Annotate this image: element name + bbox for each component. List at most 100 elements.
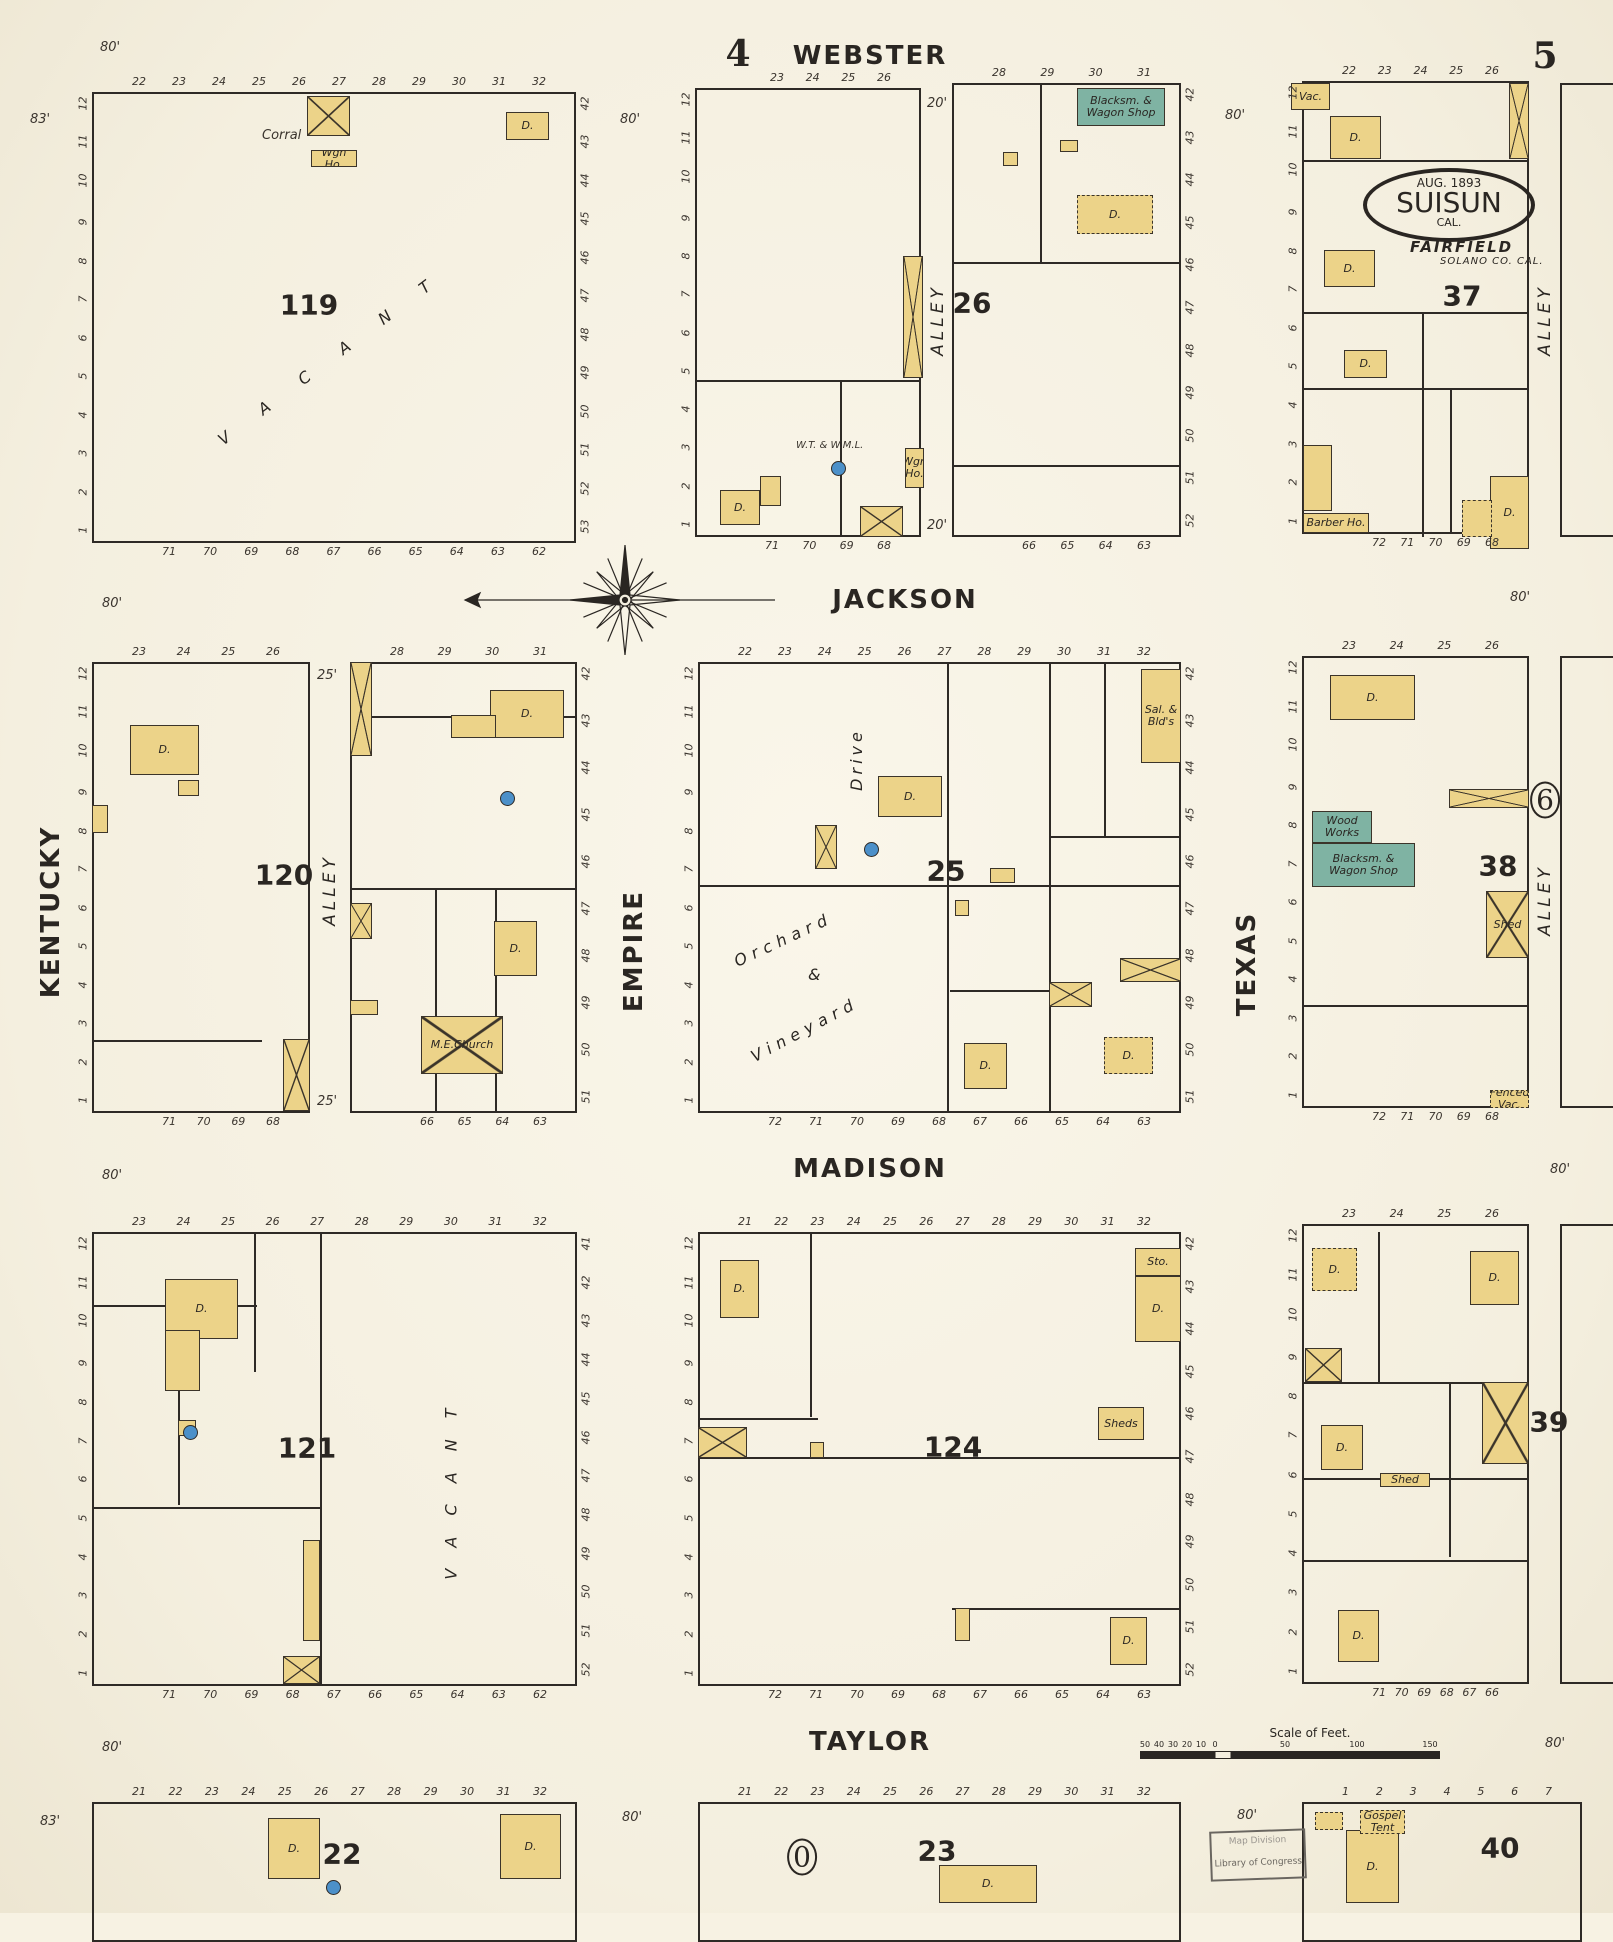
lot-line: [92, 1507, 322, 1509]
city-block: [92, 1232, 577, 1686]
lot-number: 69: [891, 1115, 905, 1128]
lot-number: 30: [452, 75, 466, 88]
lot-number: 29: [399, 1215, 414, 1228]
lot-number: 25: [883, 1785, 898, 1798]
building: [955, 900, 969, 916]
lot-number: 70: [850, 1115, 864, 1128]
building: [990, 868, 1015, 883]
lot-number: 3: [682, 1591, 696, 1599]
lot-number: 50: [578, 404, 592, 419]
lot-number: 26: [1484, 1207, 1499, 1220]
lot-number: 12: [1286, 85, 1300, 100]
building-gospel-tent: Gospel Tent: [1360, 1810, 1405, 1834]
lot-number: 65: [1055, 1115, 1069, 1128]
lot-number: 22: [168, 1785, 183, 1798]
lot-number: 29: [1017, 645, 1032, 658]
lot-number: 26: [1485, 64, 1499, 77]
building-dwelling: D.: [1338, 1610, 1379, 1662]
lot-line: [1422, 312, 1424, 537]
lot-number: 23: [777, 645, 792, 658]
lot-number: 2: [76, 488, 90, 496]
lot-number: 28: [354, 1215, 369, 1228]
lot-number: 42: [1183, 1236, 1197, 1251]
lot-number: 29: [423, 1785, 438, 1798]
lot-number: 22: [738, 645, 752, 658]
building: [350, 903, 372, 939]
lot-number: 67: [326, 545, 341, 558]
block-number: 38: [1478, 849, 1518, 883]
street-width: 80': [1225, 108, 1246, 123]
building: [283, 1656, 320, 1684]
lot-number: 5: [1286, 362, 1300, 370]
lot-line: [952, 262, 1181, 264]
lot-number: 51: [578, 442, 592, 457]
lot-number: 23: [204, 1785, 219, 1798]
lot-number: 52: [579, 1662, 593, 1677]
adjacent-page-number[interactable]: 4: [725, 33, 751, 75]
lot-number: 50: [579, 1584, 593, 1599]
building-dwelling: D.: [500, 1814, 561, 1879]
lot-number: 26: [1484, 639, 1499, 652]
lot-number: 1: [1286, 1667, 1300, 1675]
lot-number: 45: [1183, 215, 1197, 230]
block-number: 120: [254, 858, 314, 892]
lot-number: 12: [76, 1236, 90, 1251]
building-store: Sto.: [1135, 1248, 1181, 1276]
building: [1303, 445, 1332, 511]
building-dwelling: D.: [1110, 1617, 1147, 1665]
lot-number: 23: [770, 71, 784, 84]
lot-number: 6: [76, 904, 90, 912]
building-dwelling: D.: [720, 490, 760, 525]
lot-number: 30: [460, 1785, 475, 1798]
lot-number: 7: [76, 865, 90, 873]
lot-number: 9: [682, 788, 696, 796]
lot-number: 49: [1183, 995, 1197, 1010]
lot-number: 23: [132, 1215, 146, 1228]
lot-number: 42: [578, 96, 592, 111]
lot-number: 63: [1137, 1115, 1151, 1128]
lot-number: 29: [1028, 1215, 1043, 1228]
lot-number: 47: [578, 288, 592, 303]
lot-number: 2: [1286, 1628, 1300, 1636]
lot-number: 66: [1014, 1688, 1028, 1701]
adjacent-page-number[interactable]: 6: [1530, 781, 1560, 819]
lot-number: 26: [292, 75, 306, 88]
scale-tick-label: 100: [1349, 1740, 1365, 1749]
and-label: &: [808, 965, 821, 984]
lot-number: 24: [241, 1785, 256, 1798]
adjacent-page-number[interactable]: 0: [787, 1838, 817, 1876]
lot-number: 43: [579, 1313, 593, 1328]
lot-number: 30: [1088, 66, 1103, 79]
street-width: 80': [620, 112, 641, 127]
lot-number: 66: [367, 545, 382, 558]
water-tower-icon: [831, 461, 846, 476]
scale-tick-label: 10: [1195, 1740, 1207, 1749]
building-dwelling: D.: [964, 1043, 1007, 1089]
building-dwelling: D.: [1346, 1830, 1399, 1903]
map-date: AUG. 1893: [1416, 176, 1482, 190]
lot-number: 70: [203, 545, 218, 558]
lot-number: 62: [532, 1688, 547, 1701]
lot-number: 31: [488, 1215, 503, 1228]
lot-number: 63: [490, 545, 505, 558]
lot-number: 7: [679, 290, 693, 298]
lot-number: 1: [76, 1669, 90, 1677]
scale-tick-label: 0: [1212, 1740, 1218, 1749]
street-width: 80': [1237, 1808, 1258, 1823]
lot-number: 5: [76, 372, 90, 380]
block-number: 119: [279, 288, 339, 322]
lot-number: 7: [76, 1437, 90, 1445]
lot-number: 31: [1100, 1785, 1115, 1798]
lot-number: 70: [203, 1688, 218, 1701]
lot-number: 22: [132, 75, 146, 88]
lot-number: 12: [679, 92, 693, 107]
lot-number: 23: [1377, 64, 1392, 77]
lot-number: 26: [265, 645, 280, 658]
